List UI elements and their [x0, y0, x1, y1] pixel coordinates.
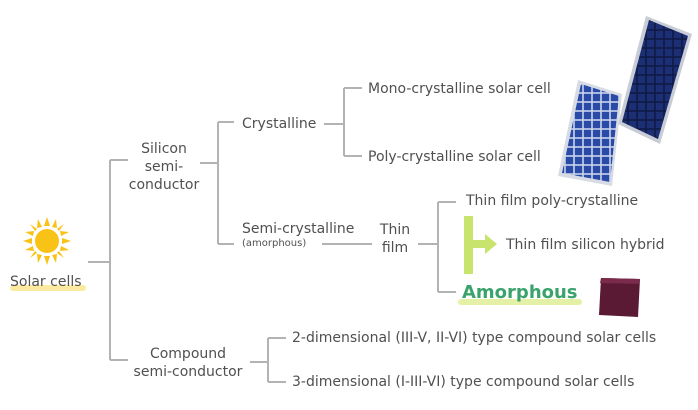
amorphous-underline — [458, 299, 582, 305]
compound-line1: Compound — [149, 346, 227, 362]
silicon-line3: conductor — [128, 177, 200, 193]
poly-label: Poly-crystalline solar cell — [368, 149, 541, 165]
sun-icon — [23, 217, 71, 265]
crystalline-panels-image — [558, 16, 692, 186]
amorphous-label: Amorphous — [462, 282, 578, 303]
compound-label: Compound semi-conductor — [126, 345, 250, 381]
thin-film-line2: film — [381, 240, 409, 256]
mono-label: Mono-crystalline solar cell — [368, 81, 551, 97]
root-underline — [10, 285, 86, 291]
compound-line2: semi-conductor — [133, 364, 243, 380]
silicon-line1: Silicon — [141, 141, 187, 157]
silicon-line2: semi- — [144, 159, 184, 175]
thin-film-line1: Thin — [379, 222, 411, 238]
semi-crystalline-text: Semi-crystalline — [242, 221, 355, 237]
root-label: Solar cells — [10, 274, 82, 290]
silicon-label: Silicon semi- conductor — [128, 140, 200, 194]
semi-crystalline-label: Semi-crystalline (amorphous) — [242, 220, 354, 250]
hybrid-arrow — [464, 216, 497, 274]
crystalline-label: Crystalline — [242, 116, 317, 132]
thin-poly-label: Thin film poly-crystalline — [466, 193, 639, 209]
compound-3d-label: 3-dimensional (I-III-VI) type compound s… — [292, 374, 635, 390]
thin-hybrid-label: Thin film silicon hybrid — [506, 237, 665, 253]
thin-film-label: Thin film — [372, 221, 418, 257]
compound-2d-label: 2-dimensional (III-V, II-VI) type compou… — [292, 330, 657, 346]
semi-crystalline-sub: (amorphous) — [242, 238, 307, 249]
poly-panel — [558, 80, 622, 186]
amorphous-panel-image — [599, 278, 640, 317]
mono-panel — [618, 16, 692, 144]
